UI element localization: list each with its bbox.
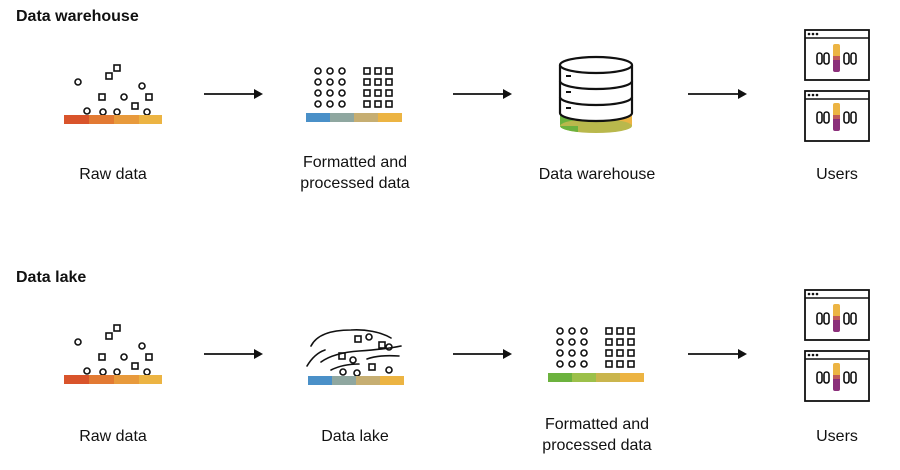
label-raw-data: Raw data — [79, 428, 147, 445]
section-title-data-lake: Data lake — [16, 269, 87, 286]
arrow-right-icon — [204, 349, 263, 359]
label-data-warehouse: Data warehouse — [538, 166, 656, 183]
processed-data-bar — [306, 113, 402, 122]
arrow-right-icon — [453, 89, 512, 99]
structured-data-icon — [306, 67, 402, 122]
bar-segment — [64, 375, 89, 384]
arrow-right-icon — [688, 89, 747, 99]
curated-data-bar — [548, 373, 644, 382]
arrow-right-icon — [688, 349, 747, 359]
raw-data-bar — [64, 375, 162, 384]
bar-segment — [620, 373, 644, 382]
bar-segment — [380, 376, 404, 385]
label-data-lake: Data lake — [321, 428, 389, 445]
data-lake-icon — [306, 329, 404, 385]
app-window-icon — [804, 350, 870, 402]
bar-segment — [64, 115, 89, 124]
bar-segment — [306, 113, 330, 122]
app-window-icon — [804, 90, 870, 142]
bar-segment — [356, 376, 380, 385]
bar-segment — [330, 113, 354, 122]
bar-segment — [572, 373, 596, 382]
app-window-icon — [804, 289, 870, 341]
label-raw-data: Raw data — [79, 166, 147, 183]
raw-data-icon — [64, 64, 162, 124]
arrow-right-icon — [204, 89, 263, 99]
bar-segment — [89, 375, 114, 384]
bar-segment — [308, 376, 332, 385]
label-users: Users — [816, 166, 858, 183]
bar-segment — [548, 373, 572, 382]
bar-segment — [114, 375, 139, 384]
label-formatted-data: Formatted and processed data — [542, 416, 652, 454]
bar-segment — [139, 375, 162, 384]
section-title-data-warehouse: Data warehouse — [16, 8, 139, 25]
label-users: Users — [816, 428, 858, 445]
database-icon — [558, 55, 634, 133]
bar-segment — [332, 376, 356, 385]
raw-data-icon — [64, 324, 162, 384]
bar-segment — [114, 115, 139, 124]
app-window-icon — [804, 29, 870, 81]
structured-data-icon — [548, 327, 644, 382]
data-lake-bar — [308, 376, 404, 385]
label-formatted-data: Formatted and processed data — [300, 154, 410, 192]
raw-data-bar — [64, 115, 162, 124]
arrow-right-icon — [453, 349, 512, 359]
bar-segment — [596, 373, 620, 382]
bar-segment — [139, 115, 162, 124]
bar-segment — [378, 113, 402, 122]
bar-segment — [89, 115, 114, 124]
bar-segment — [354, 113, 378, 122]
